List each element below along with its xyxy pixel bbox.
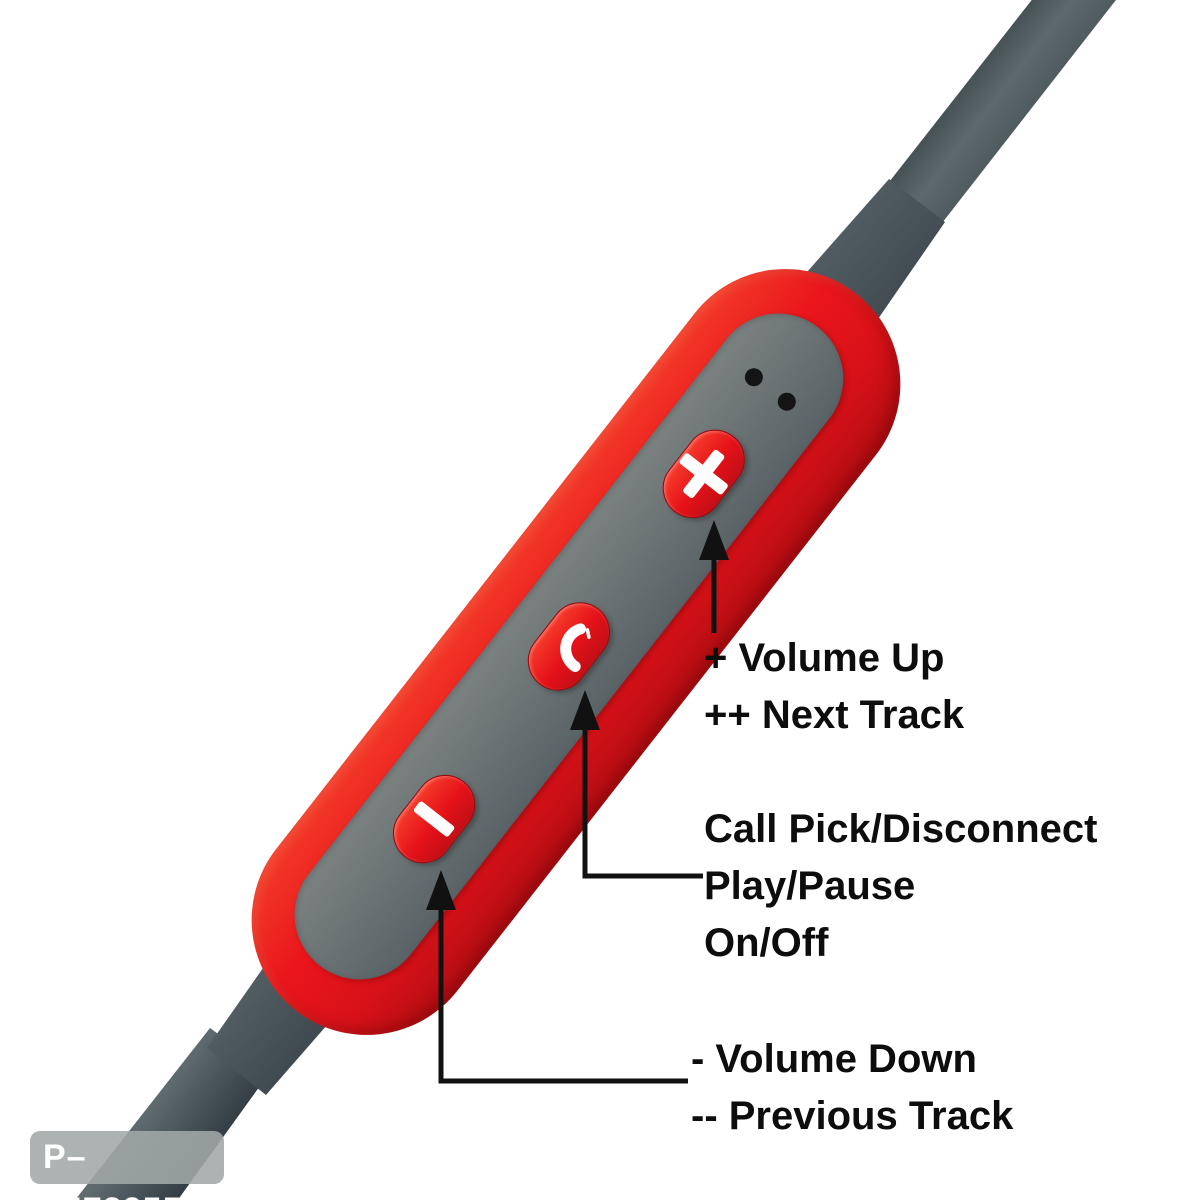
call-label-block: Call Pick/Disconnect Play/Pause On/Off <box>704 801 1097 972</box>
call-arrowhead <box>570 690 600 730</box>
volume-down-arrowhead <box>426 870 456 910</box>
watermark-text: P–6573255 <box>43 1138 181 1200</box>
previous-track-label-line: -- Previous Track <box>691 1094 1014 1138</box>
watermark-badge: P–6573255 <box>30 1131 224 1200</box>
volume-up-label-block: + Volume Up ++ Next Track <box>704 630 964 744</box>
call-arrow-line <box>582 724 703 879</box>
phone-handset-icon <box>560 623 591 673</box>
volume-down-label-line: - Volume Down <box>691 1037 977 1081</box>
volume-up-arrowhead <box>699 520 729 560</box>
inline-remote-body <box>205 222 947 1082</box>
volume-down-arrow-line <box>438 904 688 1084</box>
call-button <box>515 590 623 703</box>
cable-upper <box>875 0 1116 241</box>
on-off-label-line: On/Off <box>704 921 829 965</box>
next-track-label-line: ++ Next Track <box>704 693 965 737</box>
volume-down-label-block: - Volume Down -- Previous Track <box>691 1031 1013 1145</box>
volume-up-label-line: + Volume Up <box>704 636 945 680</box>
call-pick-label-line: Call Pick/Disconnect <box>704 807 1098 851</box>
play-pause-label-line: Play/Pause <box>704 864 916 908</box>
